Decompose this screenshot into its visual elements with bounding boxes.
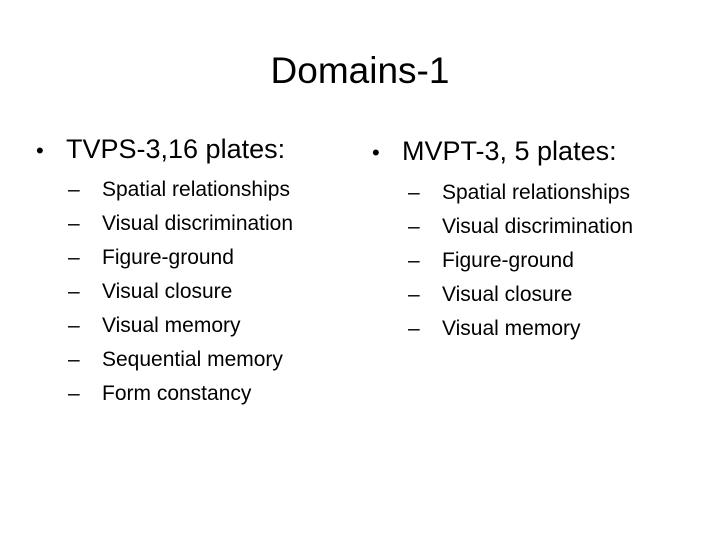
list-item: –Visual discrimination [36, 207, 293, 241]
dash-icon: – [68, 178, 80, 201]
list-item-label: Spatial relationships [442, 181, 630, 204]
list-item-label: Visual memory [442, 317, 581, 340]
list-item-label: Sequential memory [102, 348, 283, 371]
list-item: –Visual closure [36, 275, 293, 309]
list-item-label: Figure-ground [442, 249, 574, 272]
dash-icon: – [68, 314, 80, 337]
bullet-dot-icon: • [36, 138, 44, 163]
page-title: Domains-1 [270, 50, 450, 91]
list-item-label: Visual closure [102, 280, 233, 303]
dash-icon: – [408, 215, 420, 238]
domain-list-mvpt: –Spatial relationships –Visual discrimin… [372, 176, 633, 346]
list-item: –Visual discrimination [372, 210, 633, 244]
list-item-label: Visual discrimination [102, 212, 294, 235]
dash-icon: – [408, 317, 420, 340]
list-item: –Spatial relationships [36, 173, 293, 207]
dash-icon: – [408, 181, 420, 204]
bullet-heading-label: MVPT-3, 5 plates: [402, 136, 617, 166]
list-item: –Form constancy [36, 377, 293, 411]
dash-icon: – [68, 348, 80, 371]
dash-icon: – [68, 246, 80, 269]
list-item-label: Form constancy [102, 382, 252, 405]
list-item: –Figure-ground [36, 241, 293, 275]
list-item: –Visual closure [372, 278, 633, 312]
list-item: –Spatial relationships [372, 176, 633, 210]
list-item-label: Spatial relationships [102, 178, 290, 201]
list-item-label: Figure-ground [102, 246, 234, 269]
dash-icon: – [68, 382, 80, 405]
bullet-heading-mvpt: • MVPT-3, 5 plates: [372, 136, 617, 168]
dash-icon: – [408, 249, 420, 272]
domain-list-tvps: –Spatial relationships –Visual discrimin… [36, 173, 293, 411]
bullet-heading-label: TVPS-3,16 plates: [66, 134, 286, 164]
list-item: –Sequential memory [36, 343, 293, 377]
bullet-dot-icon: • [372, 140, 380, 165]
list-item: –Figure-ground [372, 244, 633, 278]
list-item: –Visual memory [372, 312, 633, 346]
list-item-label: Visual closure [442, 283, 573, 306]
dash-icon: – [408, 283, 420, 306]
list-item: –Visual memory [36, 309, 293, 343]
dash-icon: – [68, 280, 80, 303]
dash-icon: – [68, 212, 80, 235]
bullet-heading-tvps: • TVPS-3,16 plates: [36, 134, 285, 166]
list-item-label: Visual memory [102, 314, 241, 337]
list-item-label: Visual discrimination [442, 215, 634, 238]
